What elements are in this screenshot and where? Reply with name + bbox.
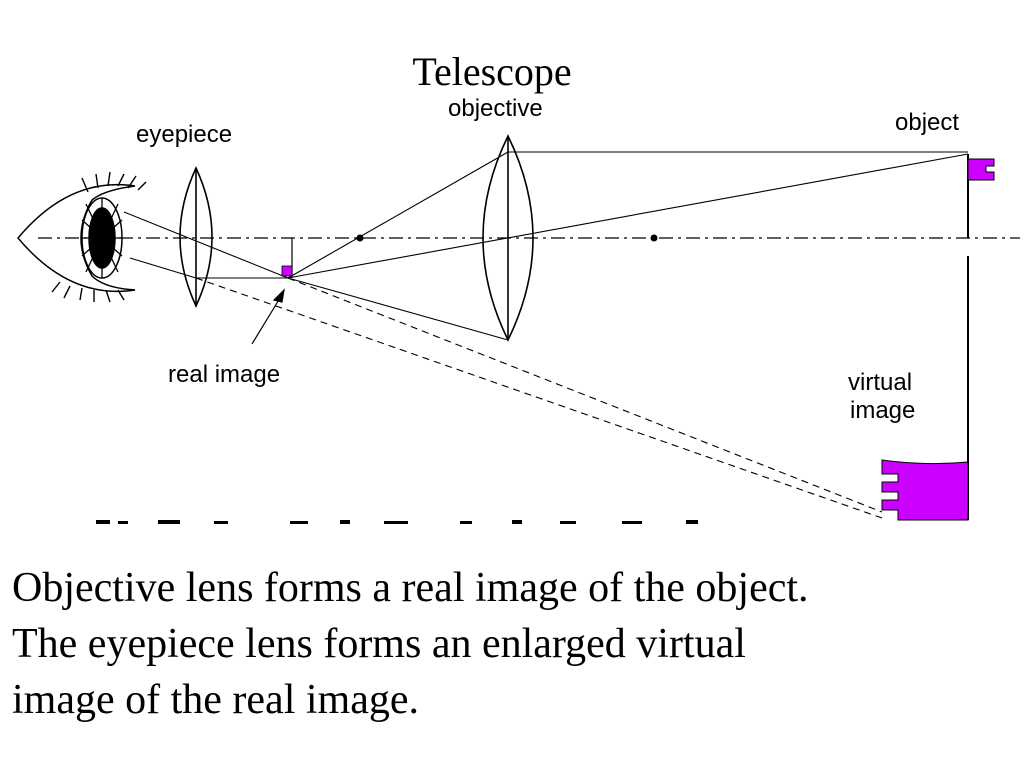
caption-line-2: The eyepiece lens forms an enlarged virt… (12, 621, 746, 667)
caption: Objective lens forms a real image of the… (12, 560, 1012, 728)
eyepiece-lens (179, 166, 213, 308)
slide-title: Telescope (412, 49, 572, 94)
virtual-rays (195, 277, 883, 519)
cropped-text-fragment (96, 520, 698, 524)
light-rays (123, 151, 969, 341)
caption-line-1: Objective lens forms a real image of the… (12, 565, 809, 611)
object-arrow (967, 154, 995, 238)
real-image-label: real image (168, 361, 280, 388)
virtual-image-label-line2: image (850, 397, 915, 424)
real-image-pointer (251, 288, 285, 345)
eye-icon (17, 171, 147, 303)
focal-point-right (650, 234, 658, 242)
eyepiece-label: eyepiece (136, 121, 232, 148)
objective-label: objective (448, 95, 543, 122)
telescope-diagram: eyepiece objective object real image vir… (17, 95, 1020, 524)
virtual-image (881, 256, 969, 521)
object-label: object (895, 109, 959, 136)
caption-line-3: image of the real image. (12, 677, 419, 723)
real-image (281, 238, 293, 278)
virtual-image-label-line1: virtual (848, 369, 912, 396)
